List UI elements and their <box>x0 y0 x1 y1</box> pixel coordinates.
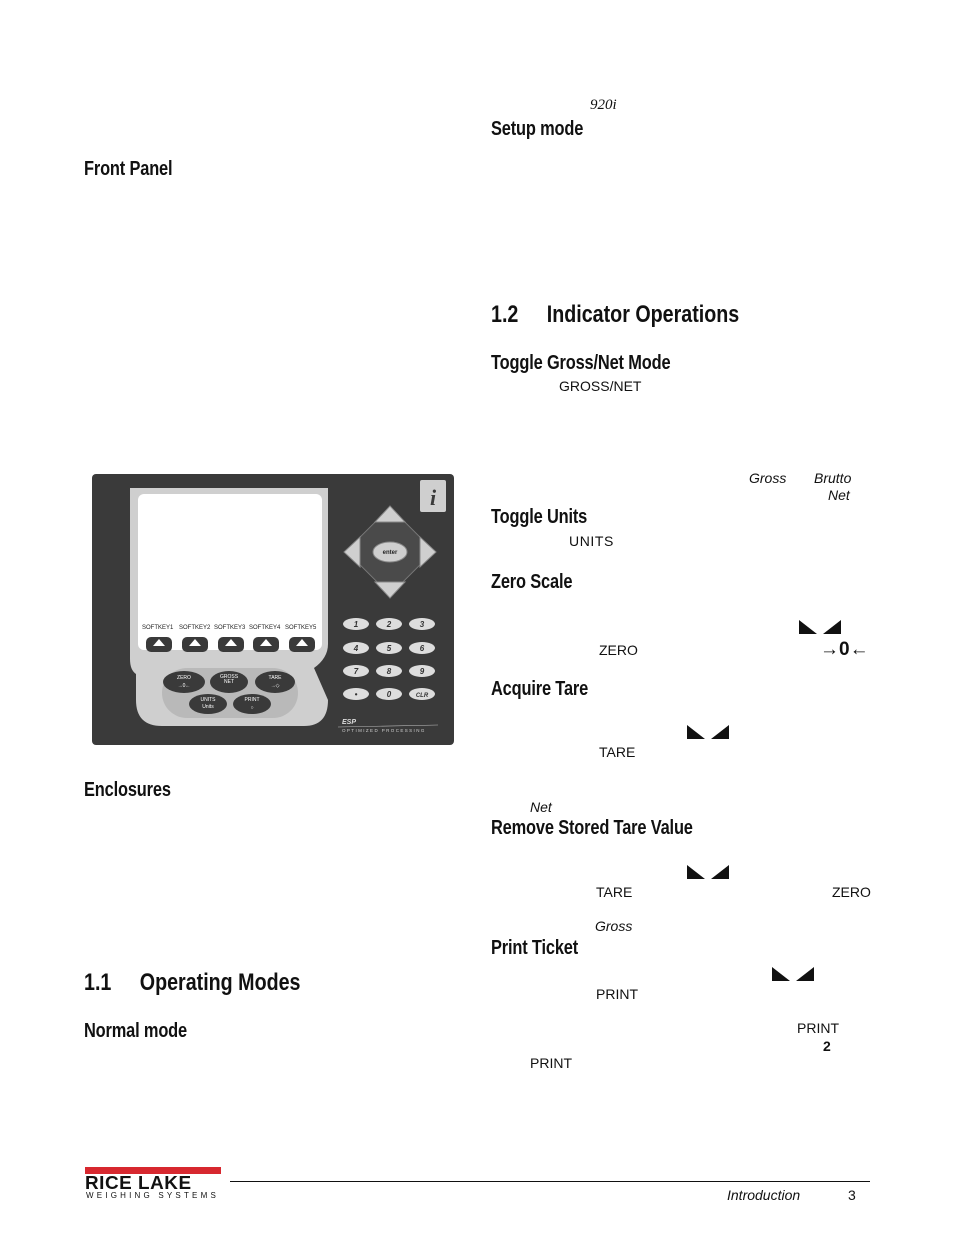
section-1-2-number: 1.2 <box>491 301 519 328</box>
section-1-1-number: 1.1 <box>84 969 112 996</box>
units-key[interactable] <box>189 694 227 714</box>
numpad-key-6[interactable]: 6 <box>420 644 425 653</box>
svg-text:GROSS: GROSS <box>220 674 239 680</box>
units-key-label: UNITS <box>569 533 614 549</box>
softkey-2-label: SOFTKEY2 <box>179 625 211 631</box>
esp-brand: ESP <box>342 719 356 726</box>
rice-lake-logo: RICE LAKE <box>85 1173 192 1193</box>
footer-section: Introduction <box>727 1187 801 1203</box>
zero-key-label-2: ZERO <box>832 884 871 900</box>
right-arrow-icon[interactable] <box>419 535 437 569</box>
page-number: 3 <box>848 1187 856 1203</box>
numpad-key-3[interactable]: 3 <box>420 620 425 629</box>
net-word: Net <box>828 487 850 503</box>
standstill-icon <box>772 967 814 981</box>
numpad-key-0[interactable]: 0 <box>387 690 392 699</box>
numpad-key-7[interactable]: 7 <box>354 667 359 676</box>
numpad-key-clr[interactable]: CLR <box>416 693 429 699</box>
numpad-key-9[interactable]: 9 <box>420 667 425 676</box>
front-panel-image: SOFTKEY1 SOFTKEY2 SOFTKEY3 SOFTKEY4 SOFT… <box>92 474 454 745</box>
tare-key[interactable] <box>255 671 295 693</box>
numpad-key-2[interactable]: 2 <box>386 620 392 629</box>
heading-print-ticket: Print Ticket <box>491 937 579 959</box>
tare-key-label-2: TARE <box>596 884 633 900</box>
left-arrow-icon[interactable] <box>343 535 361 569</box>
heading-enclosures: Enclosures <box>84 779 171 801</box>
section-1-1-title: Operating Modes <box>139 969 301 996</box>
svg-text:enter: enter <box>383 550 398 556</box>
zero-key-label: ZERO <box>599 642 638 658</box>
svg-text:→◇: →◇ <box>271 683 280 689</box>
print-key[interactable] <box>233 694 271 714</box>
standstill-icon <box>687 865 729 879</box>
number-two: 2 <box>823 1038 831 1054</box>
heading-setup-mode: Setup mode <box>491 118 584 140</box>
model-name: 920i <box>590 97 617 113</box>
gross-word: Gross <box>749 470 787 486</box>
logo-red-bar <box>85 1167 221 1174</box>
optimized-processing-text: OPTIMIZED PROCESSING <box>342 728 426 733</box>
brutto-word: Brutto <box>814 470 852 486</box>
enter-key[interactable] <box>372 541 408 563</box>
weighing-systems-text: WEIGHING SYSTEMS <box>86 1191 219 1200</box>
svg-text:UNITS: UNITS <box>201 697 217 703</box>
print-key-label-2: PRINT <box>797 1020 839 1036</box>
section-1-1-heading: 1.1 Operating Modes <box>84 969 301 997</box>
print-key-label-3: PRINT <box>530 1055 572 1071</box>
heading-front-panel: Front Panel <box>84 158 173 180</box>
svg-text:→0←: →0← <box>178 683 191 689</box>
gross-net-key-label: GROSS/NET <box>559 378 642 394</box>
svg-text:PRINT: PRINT <box>245 697 260 703</box>
section-1-2-title: Indicator Operations <box>546 301 740 328</box>
tare-key-label: TARE <box>599 744 636 760</box>
print-key-label: PRINT <box>596 986 638 1002</box>
softkey-3-label: SOFTKEY3 <box>214 625 246 631</box>
numpad-key-1[interactable]: 1 <box>354 620 359 629</box>
svg-text:NET: NET <box>224 679 234 685</box>
gross-word-tare: Gross <box>595 918 633 934</box>
center-of-zero-icon: →0← <box>820 639 869 660</box>
numpad-key-4[interactable]: 4 <box>353 644 359 653</box>
heading-toggle-gross-net: Toggle Gross/Net Mode <box>491 352 671 374</box>
heading-normal-mode: Normal mode <box>84 1020 187 1042</box>
svg-text:Units: Units <box>202 704 214 710</box>
numpad-key-8[interactable]: 8 <box>387 667 392 676</box>
svg-text:TARE: TARE <box>269 675 283 681</box>
heading-remove-tare: Remove Stored Tare Value <box>491 817 693 839</box>
softkey-4-label: SOFTKEY4 <box>249 625 281 631</box>
standstill-icon <box>799 620 841 634</box>
numpad-key-5[interactable]: 5 <box>387 644 392 653</box>
footer-rule <box>230 1181 870 1182</box>
svg-text:○: ○ <box>250 705 253 711</box>
heading-zero-scale: Zero Scale <box>491 571 573 593</box>
up-arrow-icon[interactable] <box>373 505 407 523</box>
display-screen <box>138 494 322 650</box>
gross-net-key[interactable] <box>210 671 248 693</box>
standstill-icon <box>687 725 729 739</box>
section-1-2-heading: 1.2 Indicator Operations <box>491 301 739 329</box>
softkey-1-label: SOFTKEY1 <box>142 625 174 631</box>
heading-acquire-tare: Acquire Tare <box>491 678 589 700</box>
down-arrow-icon[interactable] <box>373 581 407 599</box>
svg-text:ZERO: ZERO <box>177 675 191 681</box>
zero-key[interactable] <box>163 671 205 693</box>
net-word-tare: Net <box>530 799 552 815</box>
svg-text:i: i <box>430 485 437 510</box>
numpad-key-dot[interactable]: • <box>355 690 358 699</box>
i-logo-icon <box>420 480 446 512</box>
softkey-5-label: SOFTKEY5 <box>285 625 317 631</box>
heading-toggle-units: Toggle Units <box>491 506 588 528</box>
